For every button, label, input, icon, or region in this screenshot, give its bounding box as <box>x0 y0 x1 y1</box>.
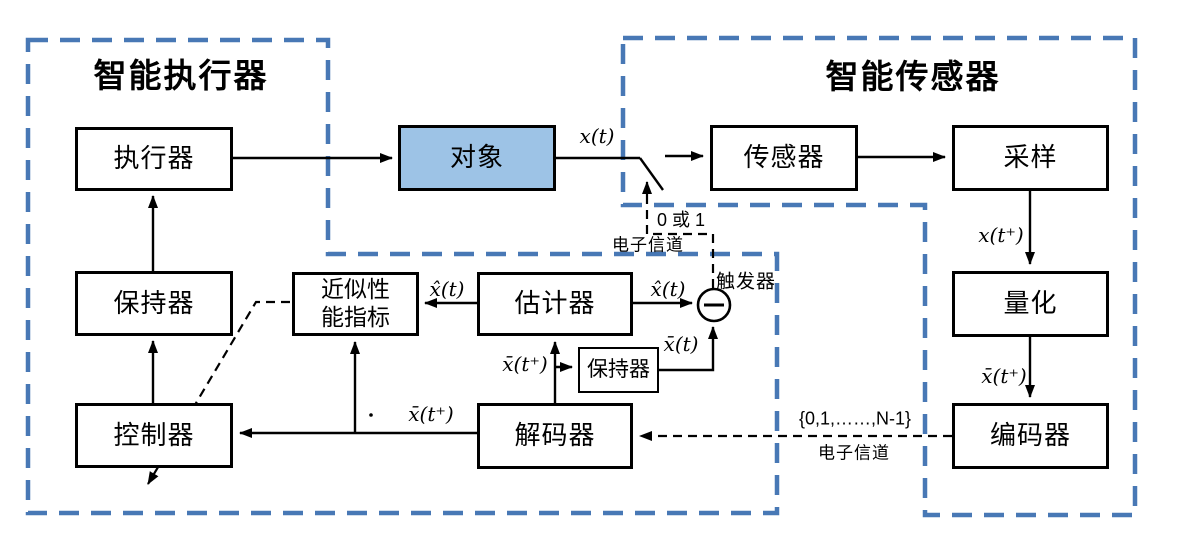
label-xhat-t-right: x̂(t) <box>650 277 686 301</box>
label-trigger: 触发器 <box>715 271 777 293</box>
controller-block: 控制器 <box>75 403 233 468</box>
perf-index-line1: 近似性 <box>321 276 390 303</box>
label-x-t-plus: x(t⁺) <box>978 223 1024 247</box>
actuator-block: 执行器 <box>75 127 233 191</box>
label-channel-bottom: 电子信道 <box>818 443 890 463</box>
sampler-block: 采样 <box>952 125 1109 191</box>
arrow-perf-index-diagonal-out <box>147 300 290 485</box>
trigger-channel-dashed-line <box>645 200 715 288</box>
smart-actuator-region-outline <box>25 37 780 516</box>
label-codeword-set: {0,1,……,N-1} <box>798 408 912 429</box>
label-zero-or-one: 0 或 1 <box>656 210 706 230</box>
label-xbar-t-plus-sensor: x̄(t⁺) <box>981 364 1027 388</box>
sensor-block: 传感器 <box>710 125 858 191</box>
decoder-block: 解码器 <box>477 403 633 469</box>
smart-actuator-region-title: 智能执行器 <box>93 57 269 94</box>
quantizer-block: 量化 <box>952 271 1109 337</box>
holder-left-block: 保持器 <box>75 271 233 336</box>
arrow-holder-small-to-junction <box>658 326 718 372</box>
perf-index-label: 近似性 能指标 <box>321 276 390 331</box>
label-xbar-t: x̄(t) <box>663 332 699 356</box>
label-xbar-t-plus-mid: x̄(t⁺) <box>502 352 548 376</box>
smart-sensor-region-outline <box>620 35 1138 518</box>
switch-blade <box>639 157 664 191</box>
holder-small-block: 保持器 <box>578 347 659 393</box>
perf-index-block: 近似性 能指标 <box>292 272 419 336</box>
label-channel-top: 电子信道 <box>612 235 684 255</box>
label-xbar-t-plus-low: x̄(t⁺) <box>408 402 454 426</box>
smart-sensor-region-title: 智能传感器 <box>825 58 1001 95</box>
stray-dot <box>369 413 373 417</box>
label-xhat-t-left: x̂(t) <box>429 277 465 301</box>
plant-block: 对象 <box>398 125 556 191</box>
encoder-block: 编码器 <box>952 403 1109 469</box>
label-x-t: x(t) <box>579 124 615 148</box>
estimator-block: 估计器 <box>477 272 633 336</box>
perf-index-line2: 能指标 <box>321 304 390 330</box>
